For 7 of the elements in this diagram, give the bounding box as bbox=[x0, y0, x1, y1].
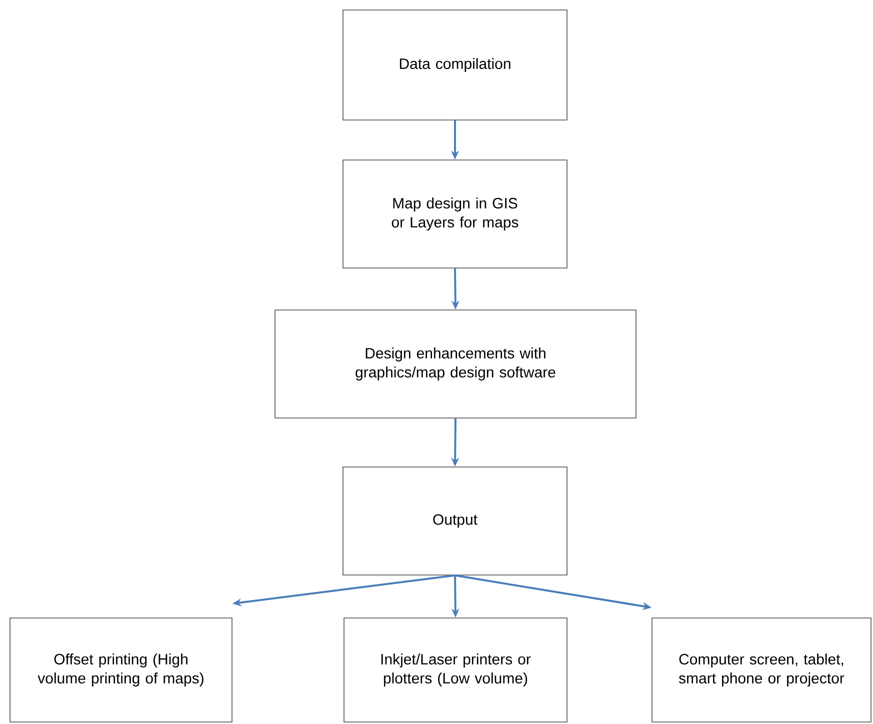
process-box: Design enhancements with graphics/map design software bbox=[274, 310, 636, 418]
process-box: Data compilation bbox=[342, 10, 568, 120]
process-box: Map design in GIS or Layers for maps bbox=[342, 160, 568, 268]
process-box: Inkjet/Laser printers or plotters (Low volume) bbox=[344, 618, 568, 722]
process-box: Computer screen, tablet, smart phone or projector bbox=[652, 618, 872, 722]
process-box: Output bbox=[342, 466, 568, 576]
process-box: Offset printing (High volume printing of maps) bbox=[10, 618, 232, 722]
